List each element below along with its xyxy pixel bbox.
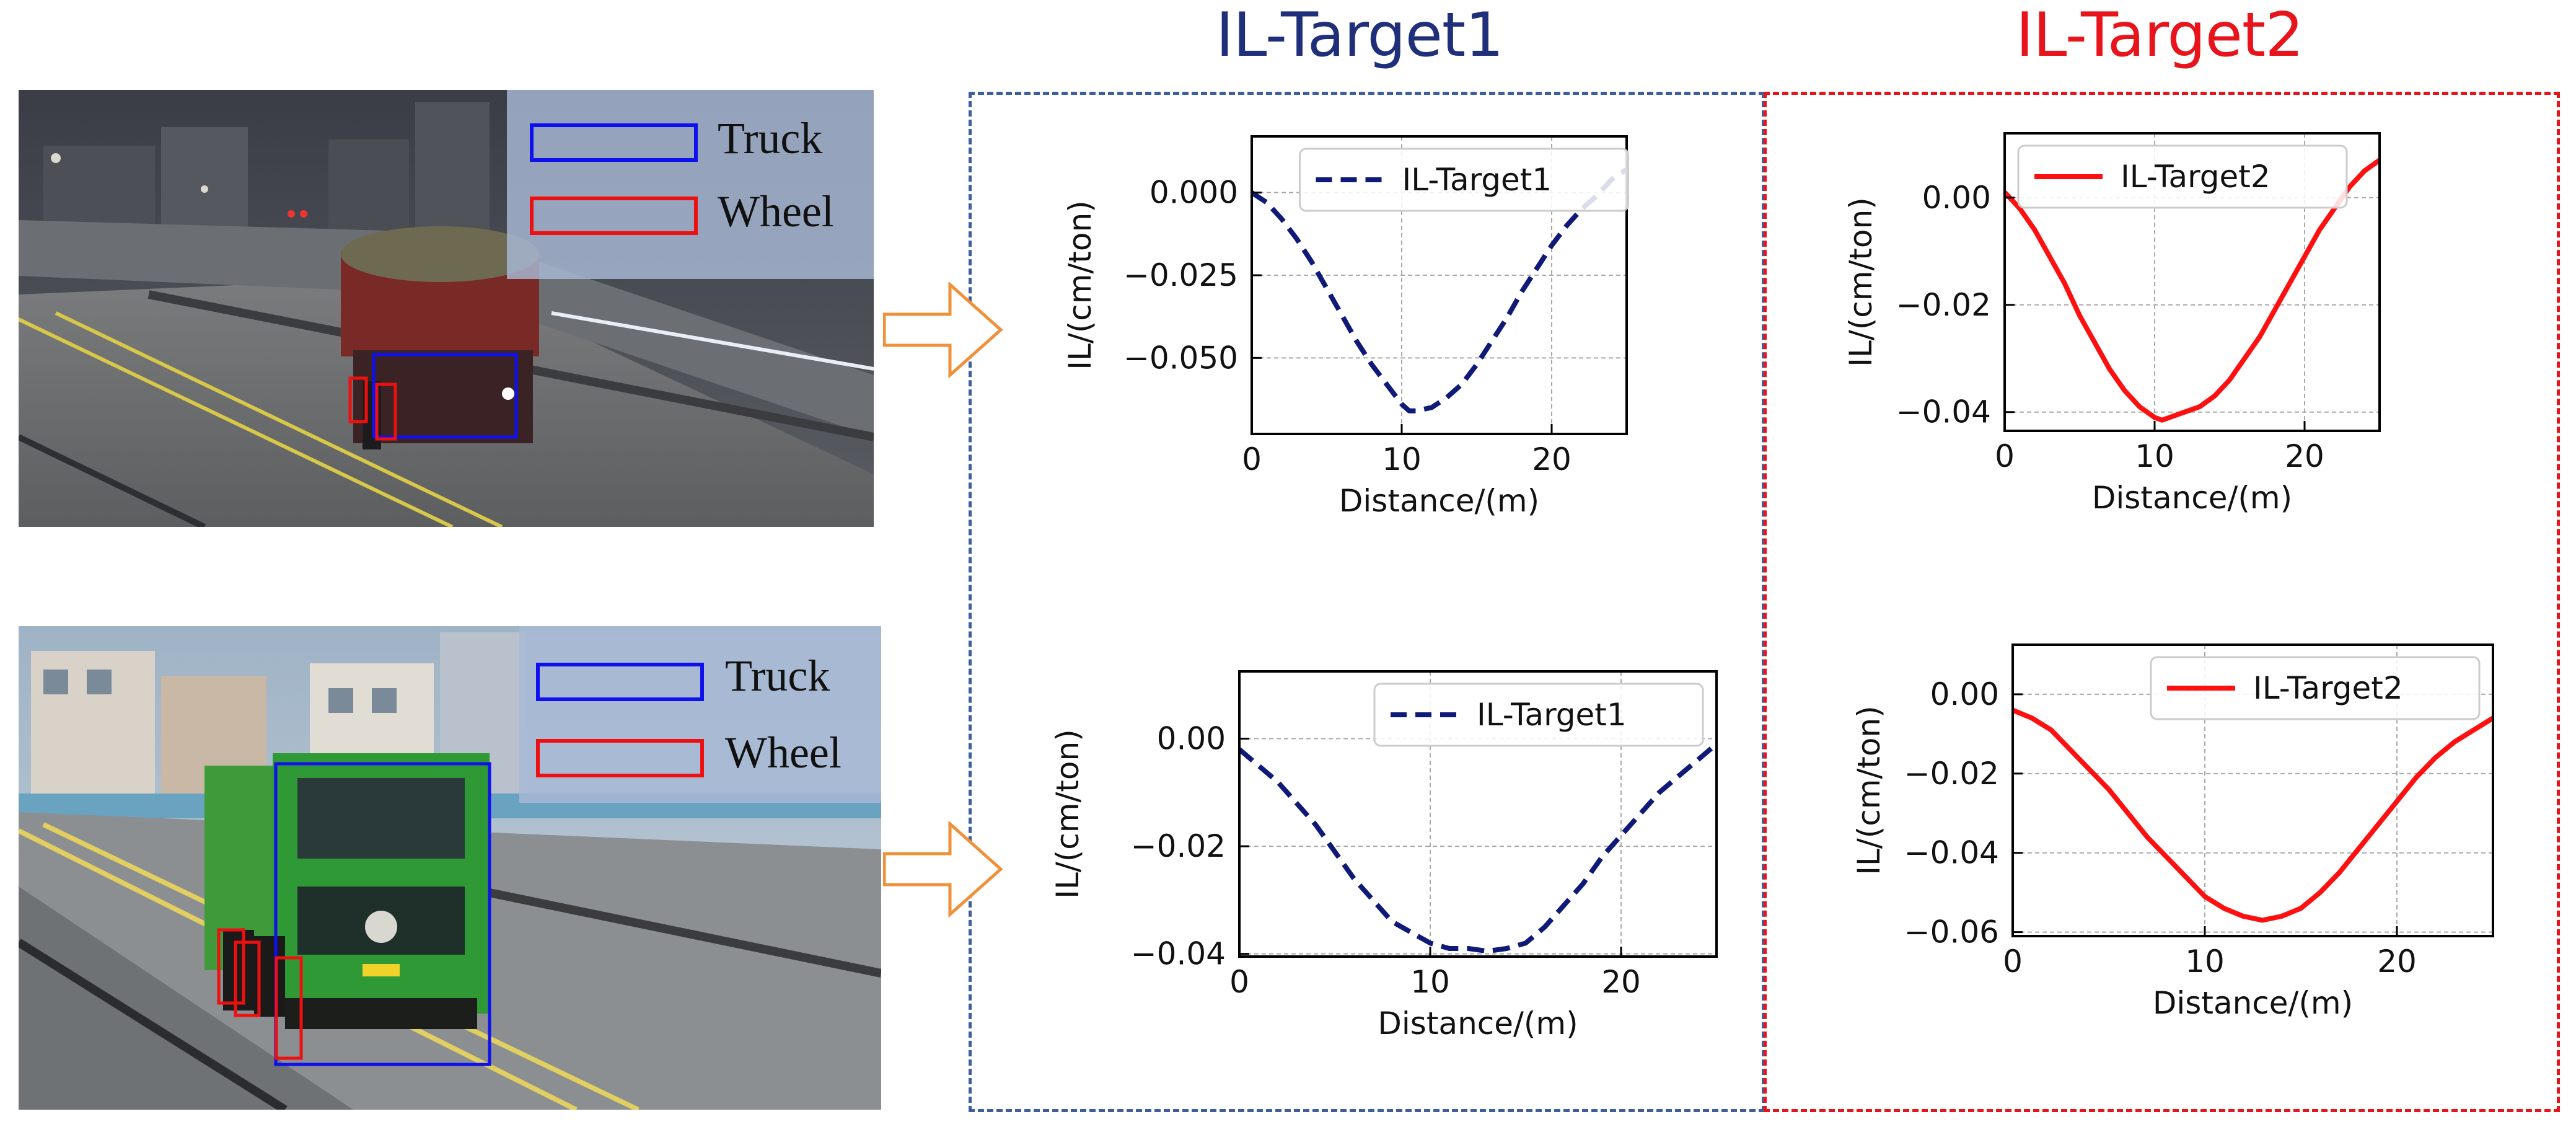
- x-axis-label: Distance/(m): [1339, 483, 1539, 519]
- legend: IL-Target2: [2017, 144, 2348, 209]
- wheel-legend-swatch: [536, 739, 704, 777]
- series-line: [2003, 157, 2381, 423]
- target1-header-label: IL-Target1: [1216, 0, 1504, 71]
- legend: IL-Target1: [1299, 148, 1629, 212]
- y-tick-label: −0.04: [1896, 394, 1991, 430]
- plot-frame: [2011, 643, 2494, 937]
- x-tick-label: 20: [2377, 944, 2417, 979]
- x-tick-label: 10: [1410, 964, 1450, 1000]
- photo-legend-panel: [507, 90, 874, 279]
- y-tick-label: −0.06: [1904, 914, 1999, 950]
- legend-box: [2150, 656, 2481, 720]
- legend: IL-Target1: [1373, 683, 1704, 747]
- y-tick-label: −0.025: [1123, 257, 1238, 293]
- x-tick-label: 10: [2135, 438, 2174, 474]
- wheel-detection-box: [348, 376, 368, 423]
- plot-frame: [2003, 132, 2381, 432]
- wheel-detection-box: [234, 940, 261, 1017]
- x-tick-label: 0: [1995, 438, 2015, 474]
- truck-legend-label: Truck: [718, 113, 822, 163]
- x-tick-label: 0: [2003, 944, 2023, 979]
- x-tick-label: 10: [1382, 441, 1422, 477]
- truck-legend-swatch: [536, 663, 704, 701]
- x-tick-label: 20: [1601, 964, 1641, 1000]
- series-line: [2011, 707, 2495, 923]
- night-truck-photo: Truck Wheel: [19, 90, 874, 527]
- wheel-legend-label: Wheel: [718, 187, 834, 236]
- y-axis-label: IL/(cm/ton): [1062, 200, 1098, 369]
- x-axis-label: Distance/(m): [1378, 1006, 1578, 1041]
- legend-label: IL-Target1: [1402, 162, 1552, 198]
- x-tick-label: 0: [1229, 964, 1249, 1000]
- target2-header-label: IL-Target2: [2016, 0, 2304, 71]
- wheel-detection-box: [275, 956, 303, 1060]
- y-tick-label: −0.04: [1131, 936, 1226, 972]
- truck-legend-label: Truck: [725, 651, 830, 701]
- series-line: [1250, 167, 1629, 413]
- target2-panel-frame: [1764, 92, 2560, 1112]
- arrow-icon: [883, 282, 1003, 378]
- y-tick-label: −0.02: [1904, 756, 1999, 792]
- truck-detection-box: [372, 353, 518, 439]
- target1-panel-frame: [969, 92, 1765, 1112]
- y-tick-label: −0.02: [1896, 287, 1991, 323]
- legend-label: IL-Target1: [1477, 697, 1627, 733]
- legend-box: [1299, 148, 1629, 212]
- y-tick-label: −0.050: [1123, 340, 1238, 376]
- arrow-icon: [883, 821, 1003, 918]
- y-axis-label: IL/(cm/ton): [1851, 705, 1887, 875]
- y-tick-label: 0.00: [1930, 676, 1999, 712]
- y-axis-label: IL/(cm/ton): [1050, 729, 1086, 898]
- wheel-detection-box: [217, 928, 245, 1005]
- wheel-legend-label: Wheel: [725, 728, 842, 777]
- x-axis-label: Distance/(m): [2153, 985, 2353, 1021]
- plot-frame: [1251, 135, 1628, 435]
- wheel-legend-swatch: [530, 197, 698, 235]
- wheel-detection-box: [375, 382, 397, 441]
- y-tick-label: 0.00: [1922, 180, 1991, 216]
- x-axis-label: Distance/(m): [2092, 480, 2292, 516]
- truck-legend-swatch: [530, 123, 698, 162]
- y-tick-label: 0.00: [1157, 720, 1226, 756]
- truck-detection-box: [274, 762, 491, 1066]
- target2-header: IL-Target2: [2016, 0, 2304, 71]
- x-tick-label: 0: [1242, 441, 1262, 477]
- x-tick-label: 10: [2185, 944, 2225, 979]
- legend-label: IL-Target2: [2121, 159, 2270, 195]
- y-tick-label: 0.000: [1150, 175, 1238, 211]
- legend-box: [1373, 683, 1704, 747]
- legend-box: [2017, 144, 2348, 209]
- y-tick-label: −0.02: [1131, 828, 1226, 864]
- x-tick-label: 20: [2285, 438, 2324, 474]
- x-tick-label: 20: [1532, 441, 1572, 477]
- series-line: [1237, 742, 1718, 954]
- legend-label: IL-Target2: [2253, 670, 2403, 706]
- legend: IL-Target2: [2150, 656, 2481, 720]
- y-tick-label: −0.04: [1904, 835, 1999, 871]
- day-truck-photo: Truck Wheel: [19, 626, 881, 1110]
- target1-header: IL-Target1: [1216, 0, 1504, 71]
- plot-frame: [1238, 670, 1718, 958]
- y-axis-label: IL/(cm/ton): [1843, 197, 1879, 366]
